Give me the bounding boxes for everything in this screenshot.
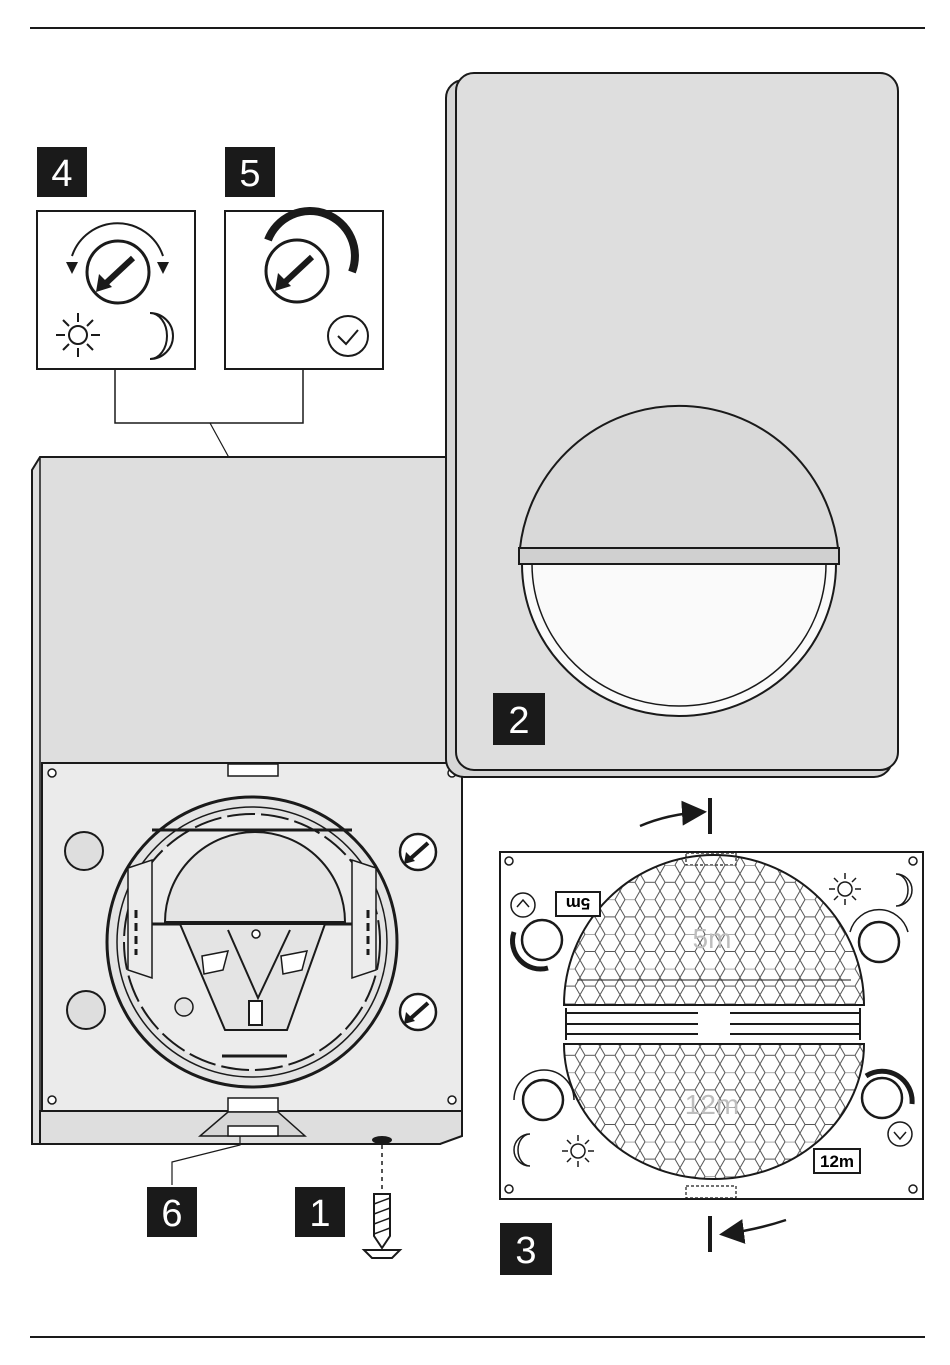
adjust-knob-icon xyxy=(400,834,436,870)
base-housing xyxy=(32,457,462,1144)
panel-connector xyxy=(115,369,303,423)
callout-4: 4 xyxy=(37,147,87,197)
time-adjust-panel xyxy=(225,211,383,369)
lens-detail-panel: 5m 12m 5m xyxy=(500,852,923,1199)
adjust-knob-icon xyxy=(400,994,436,1030)
insert-arrow-top xyxy=(640,812,702,826)
callout-3: 3 xyxy=(500,1223,552,1275)
knockout-hole xyxy=(67,991,105,1029)
callout-4-label: 4 xyxy=(51,153,72,195)
callout-2-label: 2 xyxy=(508,700,529,742)
insert-arrow-bottom xyxy=(724,1220,786,1234)
callout-6: 6 xyxy=(147,1187,197,1237)
callout-6-label: 6 xyxy=(161,1193,182,1235)
callout-1-label: 1 xyxy=(309,1193,330,1235)
callout-5-label: 5 xyxy=(239,153,260,195)
range-badge-12m: 12m xyxy=(814,1149,860,1173)
sensor-cover xyxy=(446,73,898,777)
knockout-hole xyxy=(65,832,103,870)
screw-icon xyxy=(364,1194,400,1258)
range-badge-5m: 5m xyxy=(556,892,600,916)
twilight-adjust-panel xyxy=(37,211,195,369)
callout-5: 5 xyxy=(225,147,275,197)
lens-upper-range: 5m xyxy=(693,923,732,954)
badge-lower-label: 12m xyxy=(820,1152,854,1171)
adjust-knob-icon xyxy=(266,240,328,302)
lens-lower-range: 12m xyxy=(685,1089,739,1120)
callout-3-label: 3 xyxy=(515,1230,536,1272)
badge-upper-label: 5m xyxy=(566,894,591,913)
callout-1: 1 xyxy=(295,1187,345,1237)
callout-2: 2 xyxy=(493,693,545,745)
adjust-knob-icon xyxy=(87,241,149,303)
